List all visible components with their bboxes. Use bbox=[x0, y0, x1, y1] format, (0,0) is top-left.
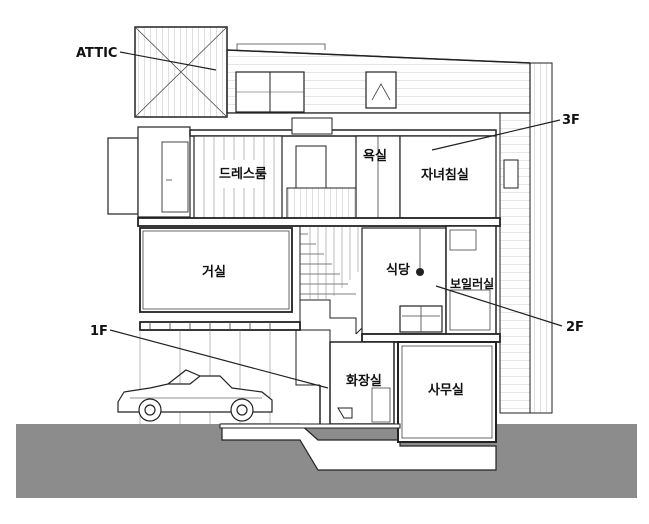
car-icon bbox=[117, 369, 273, 422]
roof-facade bbox=[226, 43, 531, 114]
ground bbox=[16, 423, 637, 498]
label-floor-2f: 2F bbox=[566, 320, 584, 335]
label-bathroom: 욕실 bbox=[363, 148, 387, 164]
floor-3 bbox=[137, 117, 501, 227]
label-toilet: 화장실 bbox=[346, 373, 382, 389]
attic-tower bbox=[134, 26, 228, 118]
label-kids-bedroom: 자녀침실 bbox=[421, 167, 469, 183]
label-dining: 식당 bbox=[386, 262, 410, 278]
label-dress-room: 드레스룸 bbox=[219, 166, 267, 182]
label-floor-1f: 1F bbox=[90, 324, 108, 339]
label-attic: ATTIC bbox=[76, 46, 117, 61]
floor-2 bbox=[139, 225, 501, 386]
label-office: 사무실 bbox=[428, 382, 464, 398]
right-facade bbox=[499, 62, 553, 414]
leader-lines bbox=[109, 51, 563, 389]
left-facade bbox=[107, 126, 191, 218]
label-floor-3f: 3F bbox=[562, 113, 580, 128]
label-living: 거실 bbox=[202, 264, 226, 280]
label-boiler-room: 보일러실 bbox=[450, 276, 494, 291]
